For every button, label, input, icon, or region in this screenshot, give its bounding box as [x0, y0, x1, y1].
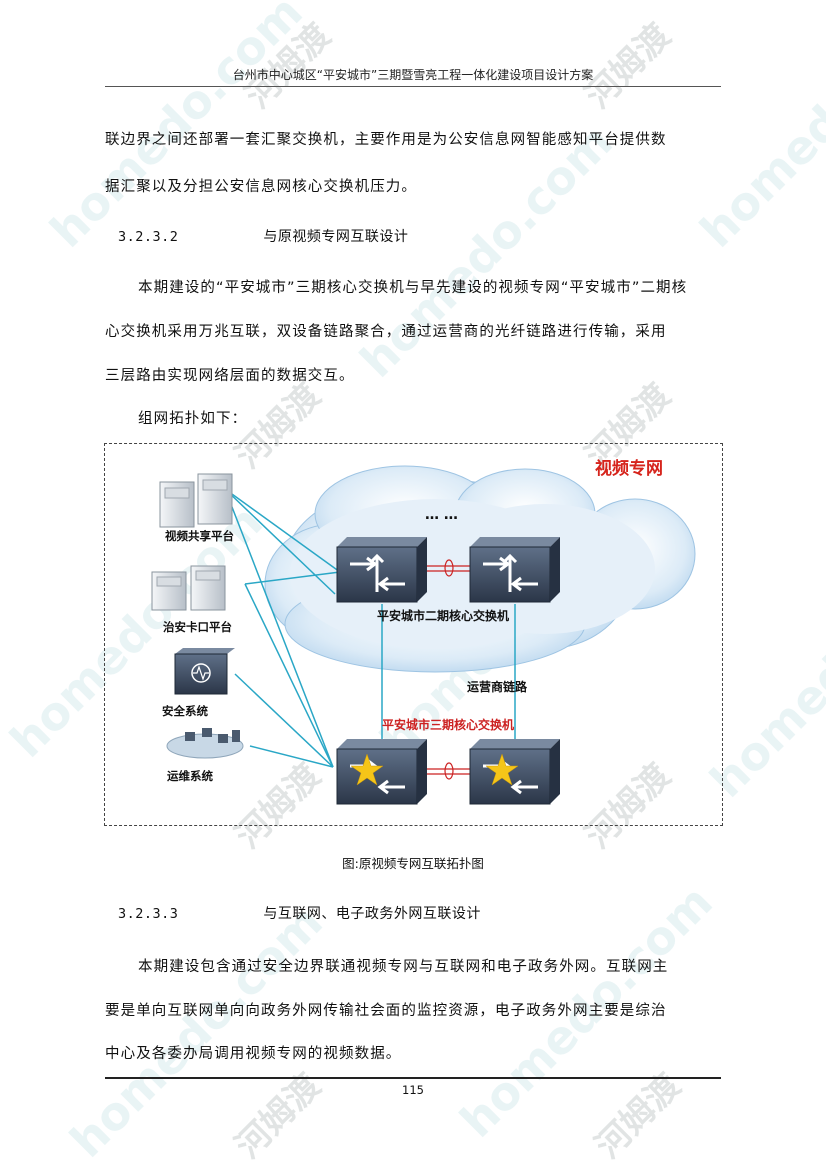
section-title: 与互联网、电子政务外网互联设计 [263, 906, 481, 922]
device-label: 治安卡口平台 [163, 620, 232, 634]
device-label: 安全系统 [162, 704, 208, 718]
paragraph-line: 联边界之间还部署一套汇聚交换机，主要作用是为公安信息网智能感知平台提供数 [105, 132, 667, 148]
switch-icon [469, 537, 560, 603]
security-appliance-icon [174, 648, 235, 695]
switch-icon [469, 739, 560, 805]
topology-diagram: 视频专网 … … [151, 458, 696, 805]
switch-icon [336, 739, 427, 805]
network-links [224, 488, 516, 768]
star-icon [485, 753, 519, 786]
section-heading: 3.2.3.3 与互联网、电子政务外网互联设计 [118, 903, 481, 923]
page-number: 115 [402, 1083, 424, 1097]
paragraph-line: 本期建设的“平安城市”三期核心交换机与早先建设的视频专网“平安城市”二期核 [138, 280, 688, 296]
paragraph-line: 要是单向互联网单向向政务外网传输社会面的监控资源，电子政务外网主要是综治 [105, 1003, 667, 1019]
operations-network-icon [166, 728, 244, 759]
server-icon [159, 473, 233, 528]
aggregation-links [427, 559, 470, 780]
paragraph-line: 据汇聚以及分担公安信息网核心交换机压力。 [105, 179, 417, 195]
section-number: 3.2.3.3 [118, 906, 179, 922]
page-header-title: 台州市中心城区“平安城市”三期暨雪亮工程一体化建设项目设计方案 [232, 68, 594, 82]
footer-divider [105, 1077, 721, 1079]
ellipsis-label: … … [425, 507, 458, 523]
cloud-title: 视频专网 [595, 458, 663, 479]
section-number: 3.2.3.2 [118, 229, 179, 245]
device-label: 视频共享平台 [165, 529, 234, 543]
paragraph-line: 三层路由实现网络层面的数据交互。 [105, 368, 355, 384]
phase3-switch-label: 平安城市三期核心交换机 [382, 717, 514, 732]
header-divider [105, 86, 721, 87]
carrier-link-label: 运营商链路 [467, 679, 528, 694]
device-label: 运维系统 [167, 769, 213, 783]
watermark-en: homedo.com [350, 115, 623, 388]
paragraph-line: 本期建设包含通过安全边界联通视频专网与互联网和电子政务外网。互联网主 [138, 959, 669, 975]
paragraph-line: 组网拓扑如下： [138, 411, 248, 427]
paragraph-line: 中心及各委办局调用视频专网的视频数据。 [105, 1046, 402, 1062]
topology-figure: 视频专网 … … [104, 443, 723, 826]
figure-caption: 图:原视频专网互联拓扑图 [342, 856, 484, 871]
phase2-switch-label: 平安城市二期核心交换机 [377, 608, 509, 623]
server-icon [151, 565, 226, 611]
section-heading: 3.2.3.2 与原视频专网互联设计 [118, 226, 408, 246]
paragraph-line: 心交换机采用万兆互联，双设备链路聚合，通过运营商的光纤链路进行传输，采用 [105, 324, 667, 340]
watermark-en: homedo.com [60, 895, 333, 1168]
section-title: 与原视频专网互联设计 [263, 229, 409, 245]
watermark-cn: 河姆渡 [588, 1066, 688, 1166]
watermark-cn: 河姆渡 [228, 1066, 328, 1166]
star-icon [350, 753, 384, 786]
switch-icon [336, 537, 427, 603]
